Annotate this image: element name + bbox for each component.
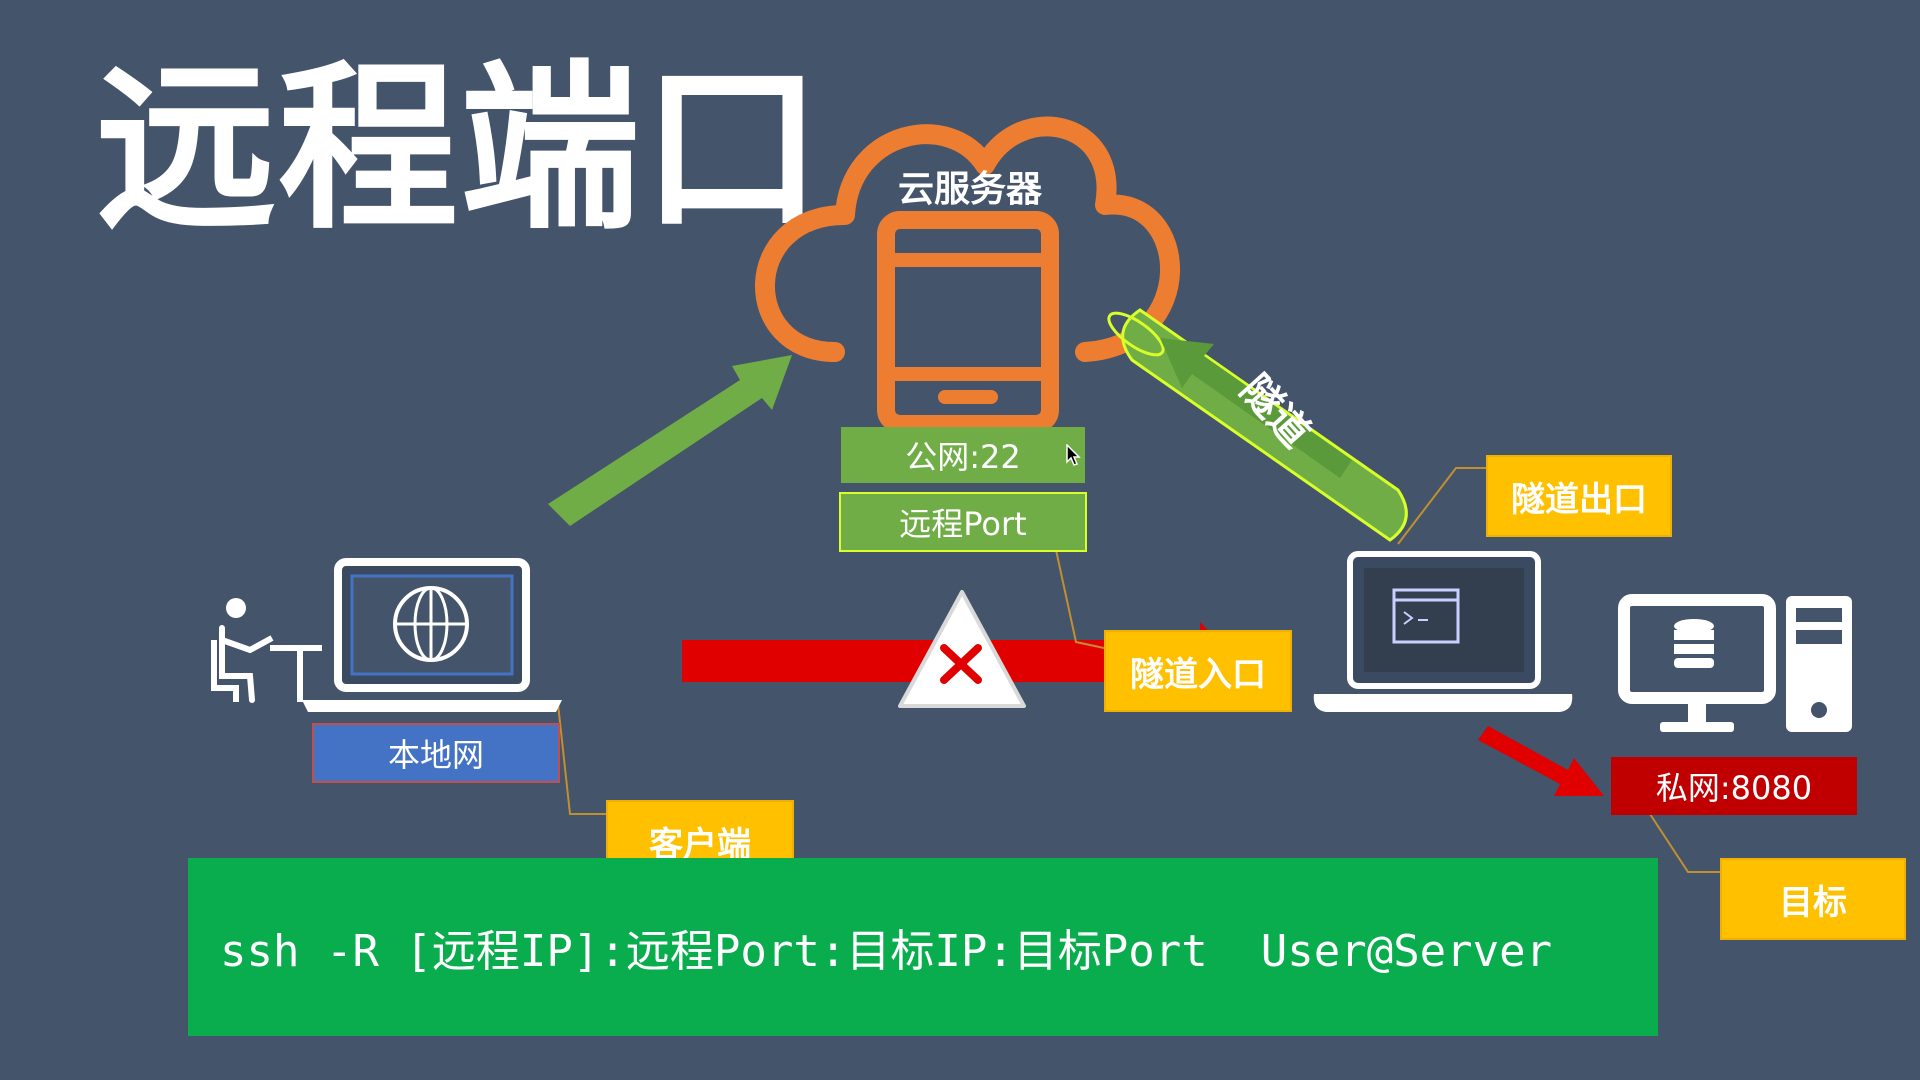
red-arrow-right: [1478, 726, 1604, 796]
green-arrow-left: [548, 355, 792, 526]
server-tower-icon: [1786, 596, 1852, 732]
cloud-server-label: 云服务器: [897, 169, 1042, 210]
callout-target: 目标: [1720, 858, 1906, 940]
private-port-label: 私网:8080: [1611, 757, 1857, 815]
person-at-desk-icon: [211, 598, 322, 703]
callout-tunnel-entry: 隧道入口: [1104, 630, 1292, 712]
remote-port-label: 远程Port: [839, 492, 1087, 552]
public-port-label: 公网:22: [841, 427, 1085, 483]
cloud-icon: [755, 116, 1180, 362]
ssh-command-box: ssh -R [远程IP]:远程Port:目标IP:目标Port User@Se…: [188, 858, 1658, 1036]
tunnel-cylinder: [1107, 308, 1408, 542]
laptop-globe-icon: [302, 558, 562, 712]
mouse-cursor-icon: [1066, 444, 1081, 466]
callout-tunnel-exit: 隧道出口: [1486, 455, 1672, 537]
desktop-database-icon: [1618, 594, 1776, 732]
slide-title: 远程端口: [96, 45, 825, 254]
local-network-label: 本地网: [312, 723, 560, 783]
phone-server-icon: [877, 211, 1059, 433]
callout-leaders: [557, 467, 1720, 873]
laptop-terminal-icon: [1313, 551, 1573, 712]
blocked-warning-icon: [898, 590, 1026, 708]
